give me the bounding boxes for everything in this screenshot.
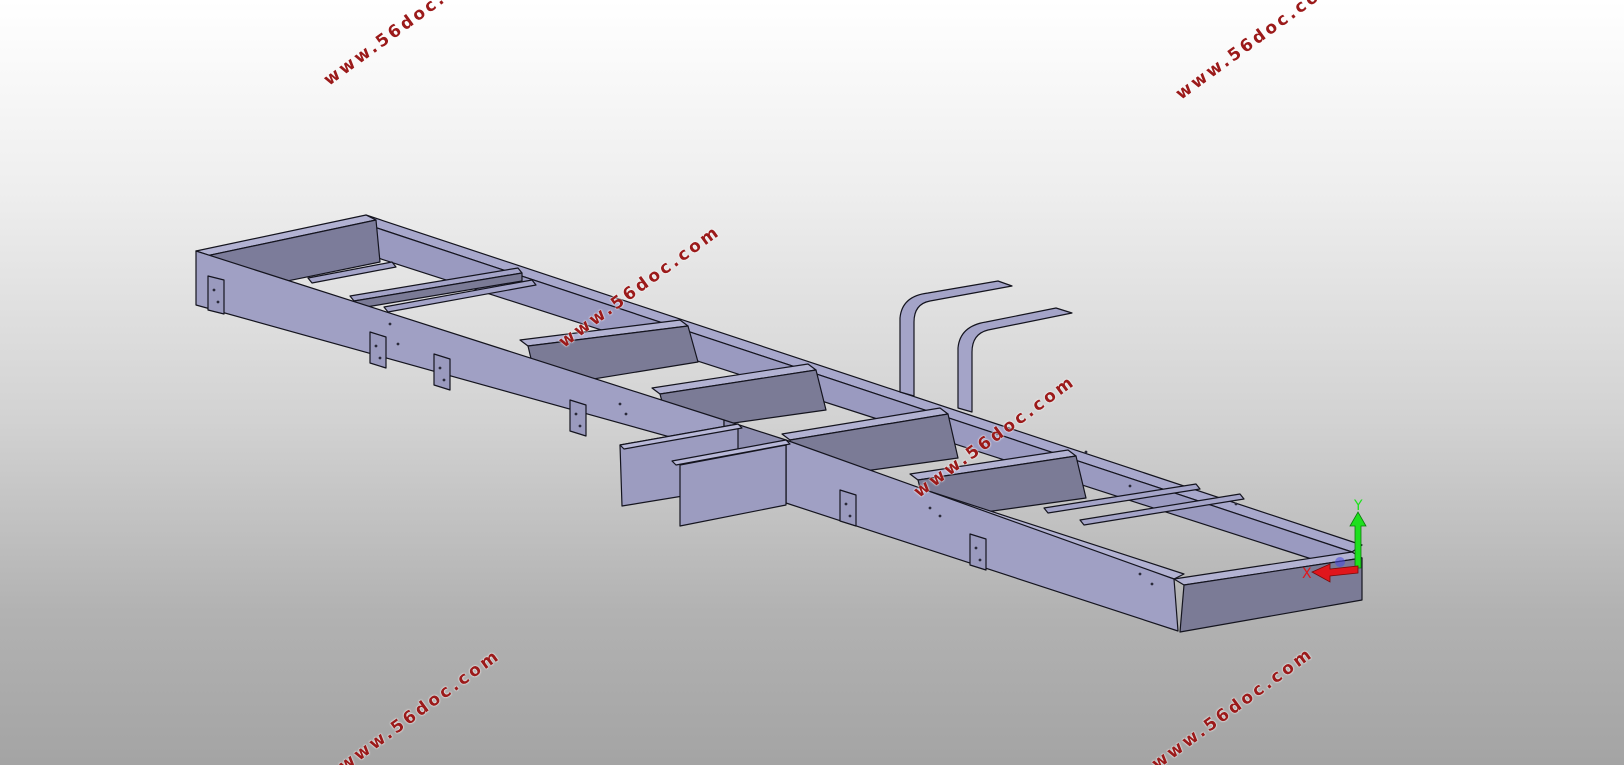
x-axis-arrow bbox=[1311, 563, 1359, 583]
mount-plate-4 bbox=[569, 399, 587, 437]
splice-plate-1-top bbox=[619, 423, 743, 450]
y-axis-arrow bbox=[1349, 511, 1367, 569]
mount-plate-2 bbox=[369, 331, 387, 369]
bent-bracket-right bbox=[957, 307, 1073, 413]
y-axis-label: Y bbox=[1354, 498, 1363, 514]
axis-compass[interactable] bbox=[1311, 511, 1367, 583]
crossbar-1 bbox=[307, 261, 397, 284]
z-axis-marker bbox=[1335, 557, 1345, 567]
crossbar-rear-2 bbox=[1079, 493, 1245, 526]
mount-plate-5 bbox=[839, 489, 857, 527]
x-axis-label: X bbox=[1302, 566, 1312, 582]
mount-plate-3 bbox=[433, 353, 451, 391]
mount-plate-1 bbox=[207, 275, 225, 315]
rear-crossmember-face bbox=[1179, 557, 1363, 633]
mount-plate-6 bbox=[969, 533, 987, 571]
crossbar-3 bbox=[383, 279, 537, 313]
crossbar-rear-1 bbox=[1043, 483, 1201, 514]
bent-bracket-left bbox=[899, 280, 1013, 397]
splice-plate-2-top bbox=[671, 439, 791, 466]
bolt-holes bbox=[212, 288, 1238, 586]
